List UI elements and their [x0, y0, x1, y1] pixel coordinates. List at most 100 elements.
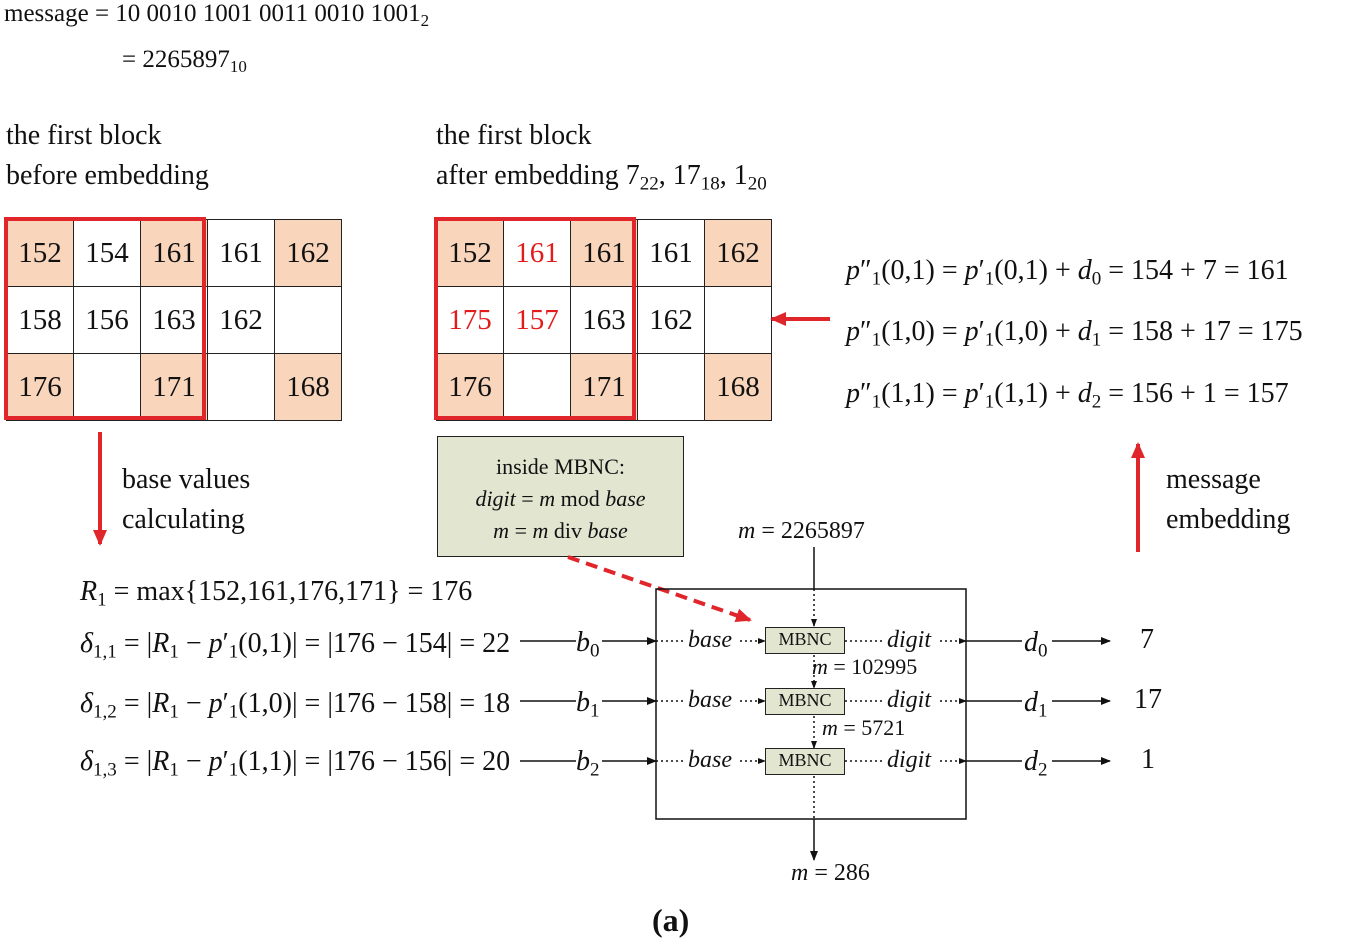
- pixel-cell: 171: [570, 353, 638, 421]
- delta-equation-3: δ1,3 = |R1 − p′1(1,1)| = |176 − 156| = 2…: [80, 746, 511, 781]
- digit-word-2: digit: [887, 747, 932, 773]
- m-var: m: [791, 860, 809, 886]
- note-title: inside MBNC:: [496, 454, 625, 479]
- before-block-caption: the first block before embedding: [6, 116, 209, 196]
- message-embedding-label: message embedding: [1166, 460, 1290, 540]
- pixel-cell: 152: [436, 219, 504, 287]
- d1-label: d1: [1024, 687, 1048, 722]
- d2-label: d2: [1024, 746, 1048, 781]
- p-args: (0,1): [994, 255, 1048, 286]
- note-base: base: [587, 518, 628, 543]
- pixel-cell: 161: [140, 219, 208, 287]
- message-decimal: 2265897: [142, 46, 230, 73]
- equation-tail: = 158 + 17 = 175: [1101, 316, 1303, 348]
- delta-args: (0,1): [238, 628, 292, 659]
- before-block-grid: 152 154 161 161 162 158 156 163 162 176 …: [6, 219, 342, 421]
- p-var: p: [846, 377, 860, 409]
- p-sub: 1: [871, 329, 882, 351]
- r-var: R: [80, 576, 98, 607]
- grid-row: 152 154 161 161 162: [6, 219, 342, 287]
- message-line-1: message = 10 0010 1001 0011 0010 10012: [4, 0, 429, 31]
- delta-sub: 1,3: [93, 759, 117, 781]
- b-var: b: [576, 687, 590, 718]
- pixel-cell: [503, 353, 571, 421]
- pixel-cell: [207, 353, 275, 421]
- digit-2-value: 1: [733, 160, 748, 191]
- delta-tail: = |176 − 154| = 22: [297, 628, 511, 659]
- pixel-cell: 162: [637, 286, 705, 354]
- pixel-cell: 161: [207, 219, 275, 287]
- delta-equation-2: δ1,2 = |R1 − p′1(1,0)| = |176 − 158| = 1…: [80, 688, 511, 723]
- equals-sign: =: [122, 46, 143, 73]
- r-sub: 1: [169, 701, 179, 723]
- pixel-cell: 176: [436, 353, 504, 421]
- delta-sub: 1,1: [93, 641, 117, 663]
- digit-word-0: digit: [887, 627, 932, 653]
- m-1-value: = 102995: [833, 654, 918, 679]
- prime: ′: [222, 688, 229, 719]
- p-args: (1,1): [881, 377, 935, 409]
- digit-1-base: 18: [700, 173, 720, 195]
- mbnc-box-2: MBNC: [765, 748, 845, 775]
- pixel-cell: 168: [704, 353, 772, 421]
- base-values-line-1: base values: [122, 464, 251, 495]
- p-var: p: [964, 316, 979, 348]
- note-eq: =: [515, 486, 540, 511]
- base-values-line-2: calculating: [122, 504, 245, 535]
- r-sub: 1: [169, 641, 179, 663]
- r-sub: 1: [169, 759, 179, 781]
- prime: ′: [978, 316, 985, 348]
- d-sub: 0: [1038, 640, 1048, 662]
- p-var: p: [846, 255, 860, 286]
- after-block-caption: the first block after embedding 722, 171…: [436, 116, 767, 204]
- delta-tail: = |176 − 156| = 20: [297, 746, 511, 777]
- pixel-cell: 156: [73, 286, 141, 354]
- mbnc-box-1: MBNC: [765, 688, 845, 715]
- pixel-cell: 161: [570, 219, 638, 287]
- pixel-cell: [73, 353, 141, 421]
- b1-label: b1: [576, 687, 600, 722]
- note-eq: =: [509, 518, 533, 543]
- message-embedding-line-2: embedding: [1166, 504, 1291, 535]
- p-args: (1,0): [881, 316, 935, 348]
- base-word-0: base: [688, 627, 732, 653]
- r-var: R: [152, 688, 170, 719]
- m-var: m: [822, 715, 838, 740]
- pixel-cell: 163: [140, 286, 208, 354]
- b-sub: 1: [590, 700, 600, 722]
- note-m: m: [532, 518, 549, 543]
- delta-equation-1: δ1,1 = |R1 − p′1(0,1)| = |176 − 154| = 2…: [80, 628, 511, 663]
- pixel-cell: 162: [704, 219, 772, 287]
- p-sub: 1: [228, 701, 239, 723]
- prime: ′: [222, 746, 229, 777]
- pixel-cell: 158: [6, 286, 74, 354]
- r-equation: R1 = max{152,161,176,171} = 176: [80, 576, 472, 611]
- before-caption-line-1: the first block: [6, 120, 162, 151]
- d-sub: 2: [1091, 390, 1102, 412]
- output-value-2: 1: [1141, 744, 1155, 775]
- base-word-1: base: [688, 687, 732, 713]
- p-var: p: [208, 688, 223, 719]
- d-var: d: [1077, 255, 1092, 286]
- r-var: R: [152, 628, 170, 659]
- m-output-label: m = 286: [791, 860, 870, 887]
- base-word-2: base: [688, 747, 732, 773]
- pixel-cell: [637, 353, 705, 421]
- d-var: d: [1024, 687, 1038, 718]
- r-var: R: [152, 746, 170, 777]
- equation-tail: = 156 + 1 = 157: [1101, 377, 1289, 409]
- separator: ,: [719, 160, 734, 191]
- delta-var: δ: [80, 688, 94, 719]
- d-var: d: [1077, 316, 1092, 348]
- note-m: m: [539, 486, 556, 511]
- output-value-0: 7: [1140, 624, 1154, 655]
- p-sub: 1: [871, 268, 882, 290]
- base-values-label: base values calculating: [122, 460, 250, 540]
- embedding-equation: p″1(1,0) = p′1(1,0) + d1 = 158 + 17 = 17…: [846, 316, 1303, 351]
- grid-row: 176 171 168: [436, 353, 772, 421]
- d-sub: 1: [1091, 329, 1102, 351]
- grid-row: 175 157 163 162: [436, 286, 772, 354]
- binary-base: 2: [420, 10, 430, 30]
- b-sub: 2: [590, 759, 600, 781]
- delta-var: δ: [80, 746, 94, 777]
